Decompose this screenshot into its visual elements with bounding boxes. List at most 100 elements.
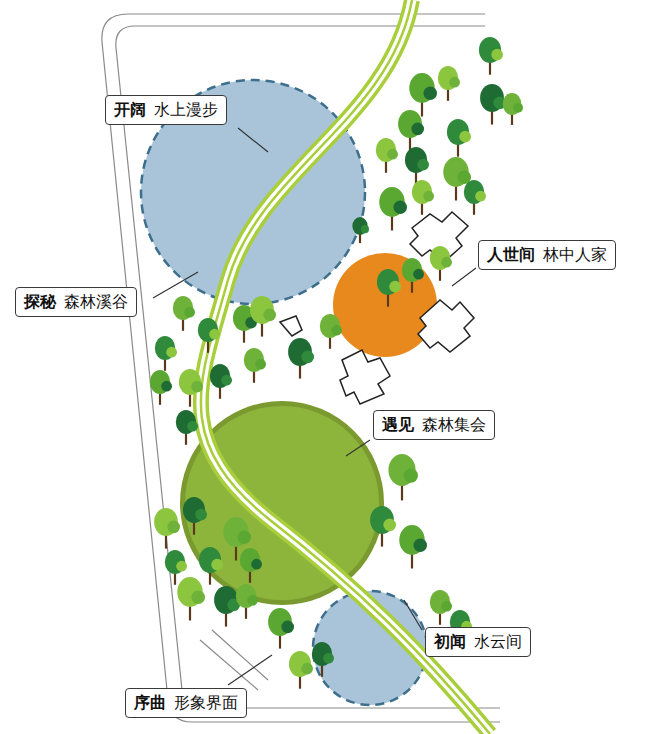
- callout-box: 开阔水上漫步: [105, 95, 227, 125]
- tree: [480, 84, 506, 125]
- tree-canopy: [441, 601, 452, 612]
- tree-canopy: [176, 561, 187, 572]
- tree: [183, 497, 207, 535]
- tree-canopy: [449, 77, 460, 88]
- tree-canopy: [209, 329, 220, 340]
- tree-canopy: [394, 201, 408, 215]
- tree: [399, 525, 427, 569]
- tree: [199, 547, 223, 585]
- callout-heading: 探秘: [24, 292, 56, 311]
- tree: [250, 296, 276, 337]
- tree-canopy: [255, 359, 266, 370]
- tree: [177, 577, 205, 621]
- tree-canopy: [191, 381, 203, 393]
- tree-canopy: [361, 225, 369, 233]
- tree-canopy: [404, 468, 418, 482]
- callout-heading: 初闻: [434, 632, 466, 651]
- tree-canopy: [166, 347, 177, 358]
- callout-text: 森林溪谷: [64, 292, 128, 311]
- tree-group: [150, 37, 523, 689]
- tree-canopy: [441, 257, 452, 268]
- tree: [289, 651, 313, 689]
- tree: [155, 336, 177, 371]
- tree-canopy: [389, 281, 401, 293]
- tree-canopy: [211, 559, 223, 571]
- gathering-area: [185, 406, 379, 600]
- tree: [236, 584, 258, 619]
- tree-canopy: [323, 653, 334, 664]
- tree: [405, 147, 429, 185]
- tree-canopy: [187, 421, 198, 432]
- tree-canopy: [192, 591, 206, 605]
- tree: [464, 180, 486, 215]
- water-area: [141, 80, 365, 304]
- callout-heading: 开阔: [114, 100, 146, 119]
- tree-canopy: [281, 621, 294, 634]
- tree: [198, 318, 220, 353]
- tree: [312, 642, 334, 677]
- tree-canopy: [238, 531, 252, 545]
- tree-canopy: [475, 191, 486, 202]
- tree-canopy: [417, 159, 429, 171]
- tree-canopy: [423, 191, 434, 202]
- tree: [240, 548, 262, 583]
- tree: [479, 37, 503, 75]
- tree-canopy: [424, 87, 438, 101]
- tree-canopy: [184, 307, 195, 318]
- callout-heading: 遇见: [382, 415, 414, 434]
- callout-text: 形象界面: [174, 693, 238, 712]
- tree: [214, 586, 240, 627]
- tree: [268, 608, 294, 649]
- green-trail: [201, 0, 490, 734]
- tree: [430, 246, 452, 281]
- tree: [388, 454, 418, 500]
- tree: [165, 550, 187, 585]
- callout-box: 序曲形象界面: [125, 688, 247, 718]
- tree-canopy: [491, 49, 503, 61]
- tree: [370, 506, 396, 547]
- tree: [430, 590, 452, 625]
- callout-text: 森林集会: [422, 415, 486, 434]
- callout-box: 遇见森林集会: [373, 410, 495, 440]
- tree: [438, 66, 460, 101]
- tree: [503, 93, 523, 125]
- tree: [379, 187, 407, 231]
- tree-canopy: [161, 381, 172, 392]
- callout-text: 林中人家: [543, 245, 607, 264]
- tree: [352, 217, 369, 243]
- tree-canopy: [167, 521, 180, 534]
- tree: [210, 364, 232, 399]
- tree-canopy: [331, 325, 342, 336]
- callout-heading: 人世间: [487, 245, 535, 264]
- tree-canopy: [251, 559, 262, 570]
- tree-canopy: [414, 539, 428, 553]
- tree: [244, 348, 266, 383]
- tree-canopy: [387, 149, 398, 160]
- tree: [402, 258, 424, 293]
- tree: [320, 314, 342, 349]
- callout-box: 人世间林中人家: [478, 240, 616, 270]
- tree: [409, 73, 437, 117]
- tree: [288, 338, 314, 379]
- tree-canopy: [413, 269, 424, 280]
- callout-box: 初闻水云间: [425, 627, 531, 657]
- building: [280, 212, 474, 404]
- tree-canopy: [459, 131, 471, 143]
- site-boundary: [102, 14, 500, 722]
- tree: [412, 180, 434, 215]
- tree-canopy: [195, 509, 207, 521]
- village-area: [333, 253, 437, 357]
- tree: [150, 370, 172, 405]
- tree: [179, 369, 203, 407]
- callout-box: 探秘森林溪谷: [15, 287, 137, 317]
- tree: [154, 508, 180, 549]
- callout-text: 水云间: [474, 632, 522, 651]
- tree-canopy: [383, 519, 396, 532]
- tree: [377, 269, 401, 307]
- callout-heading: 序曲: [134, 693, 166, 712]
- tree-canopy: [247, 595, 258, 606]
- tree: [447, 119, 471, 157]
- tree: [398, 110, 424, 151]
- tree-canopy: [301, 663, 313, 675]
- tree-canopy: [221, 375, 232, 386]
